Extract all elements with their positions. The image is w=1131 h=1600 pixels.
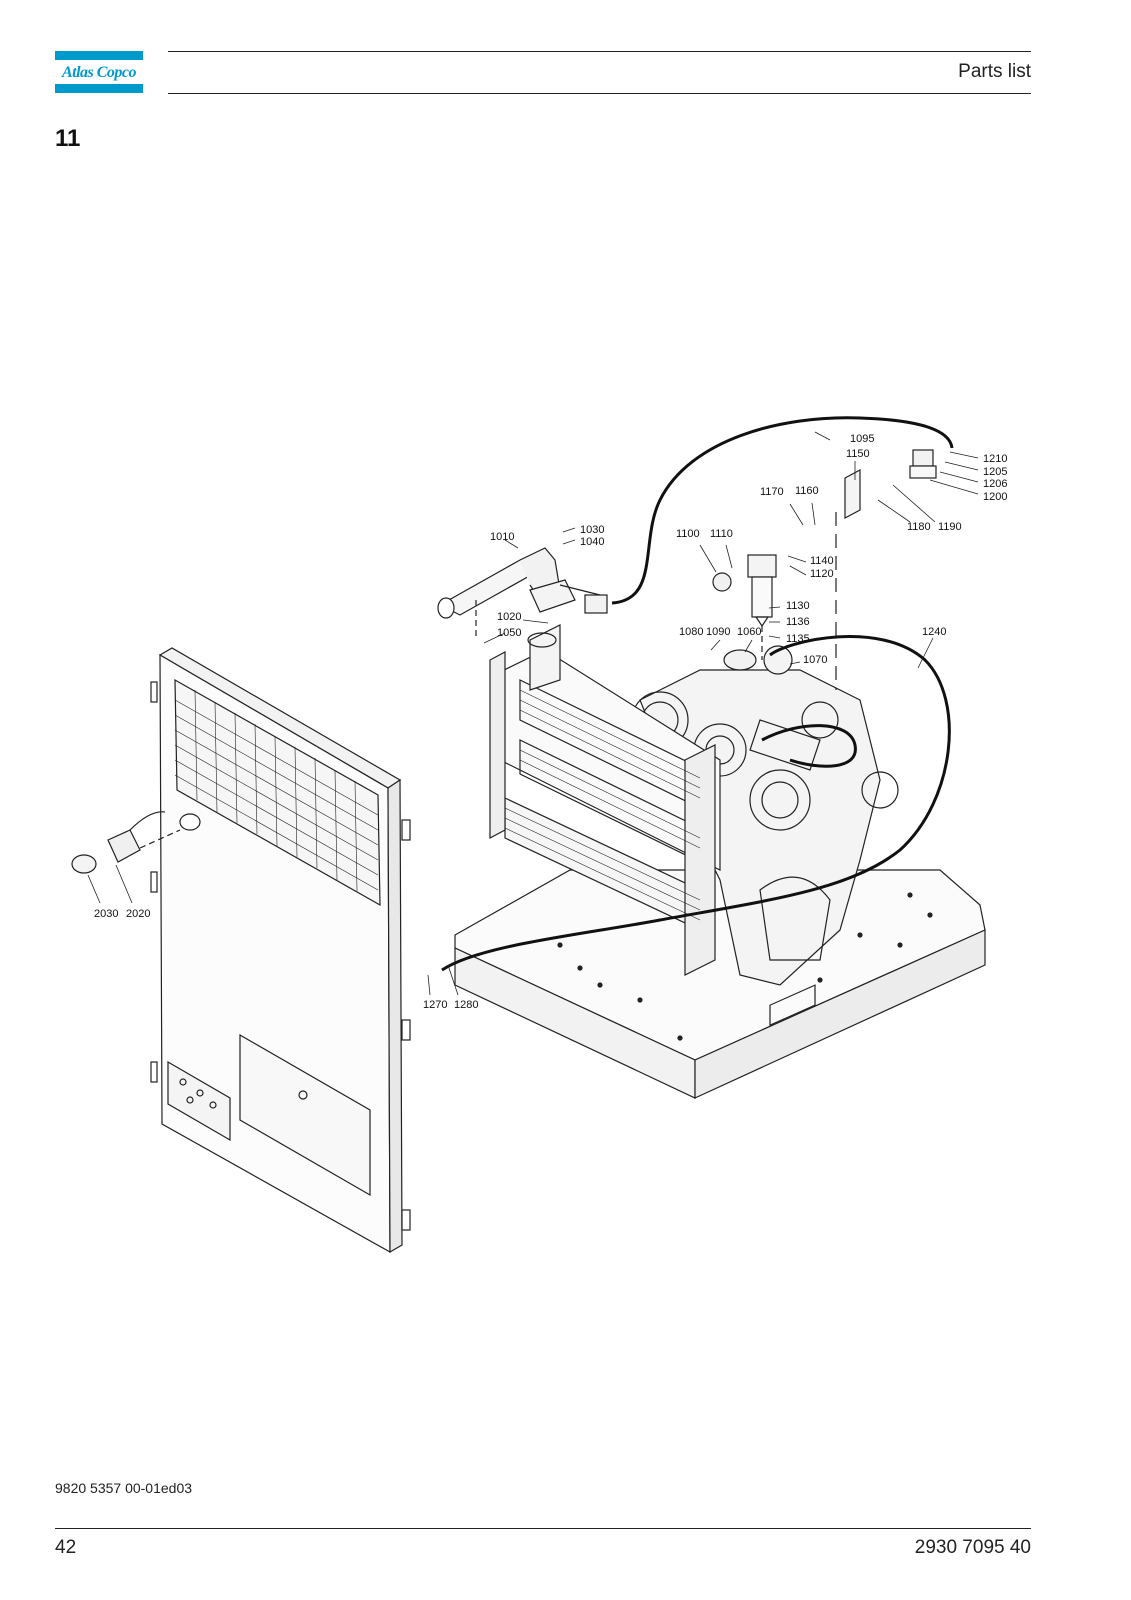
callout-1120: 1120 <box>810 568 834 580</box>
atlas-copco-logo: Atlas Copco <box>55 51 143 93</box>
callout-1110: 1110 <box>710 528 733 540</box>
callout-1010: 1010 <box>490 531 514 543</box>
callout-1095: 1095 <box>850 433 874 445</box>
header-rule-bottom <box>168 93 1031 94</box>
callout-1150: 1150 <box>846 448 870 460</box>
cooler-block <box>489 624 721 976</box>
callout-1140: 1140 <box>810 555 834 567</box>
page-number: 42 <box>55 1537 77 1558</box>
callout-1190: 1190 <box>938 521 962 533</box>
callout-1080: 1080 <box>679 626 703 638</box>
logo-bar-bottom <box>55 84 143 93</box>
callout-2030: 2030 <box>94 908 118 920</box>
footer-rule <box>55 1528 1031 1529</box>
callout-1136: 1136 <box>786 616 810 628</box>
manual-number: 2930 7095 40 <box>914 1537 1031 1558</box>
callout-1100: 1100 <box>676 528 700 540</box>
hose-loop <box>761 724 857 768</box>
callout-1206: 1206 <box>983 478 1007 490</box>
document-code: 9820 5357 00-01ed03 <box>55 1480 193 1496</box>
callout-1170: 1170 <box>760 486 784 498</box>
logo-text: Atlas Copco <box>61 64 137 81</box>
hose-1095 <box>611 416 954 605</box>
callout-2020: 2020 <box>126 908 150 920</box>
callout-1030: 1030 <box>580 524 604 536</box>
logo-bar-top <box>55 51 143 60</box>
callout-1180: 1180 <box>907 521 931 533</box>
callout-1135: 1135 <box>786 633 810 645</box>
callout-1270: 1270 <box>423 999 447 1011</box>
base-frame <box>454 869 986 1099</box>
filter-assembly <box>712 554 793 675</box>
callout-1200: 1200 <box>983 491 1007 503</box>
solenoid-valve <box>559 584 608 614</box>
callout-1060: 1060 <box>737 626 761 638</box>
hose-1240 <box>441 635 951 972</box>
callout-1280: 1280 <box>454 999 478 1011</box>
door-sensor <box>71 811 181 874</box>
callout-1020: 1020 <box>497 611 521 623</box>
callout-1090: 1090 <box>706 626 730 638</box>
callout-1210: 1210 <box>983 453 1007 465</box>
callout-1240: 1240 <box>922 626 946 638</box>
callout-1050: 1050 <box>497 627 521 639</box>
pressure-sensor <box>761 449 937 690</box>
callout-1160: 1160 <box>795 485 819 497</box>
callout-1040: 1040 <box>580 536 604 548</box>
section-number: 11 <box>55 125 81 152</box>
callout-1130: 1130 <box>786 600 810 612</box>
intake-pipe <box>437 547 576 640</box>
callout-1205: 1205 <box>983 466 1007 478</box>
door-panel <box>150 647 411 1254</box>
callout-1070: 1070 <box>803 654 827 666</box>
page-title: Parts list <box>958 61 1031 82</box>
header-rule-top <box>168 51 1031 52</box>
